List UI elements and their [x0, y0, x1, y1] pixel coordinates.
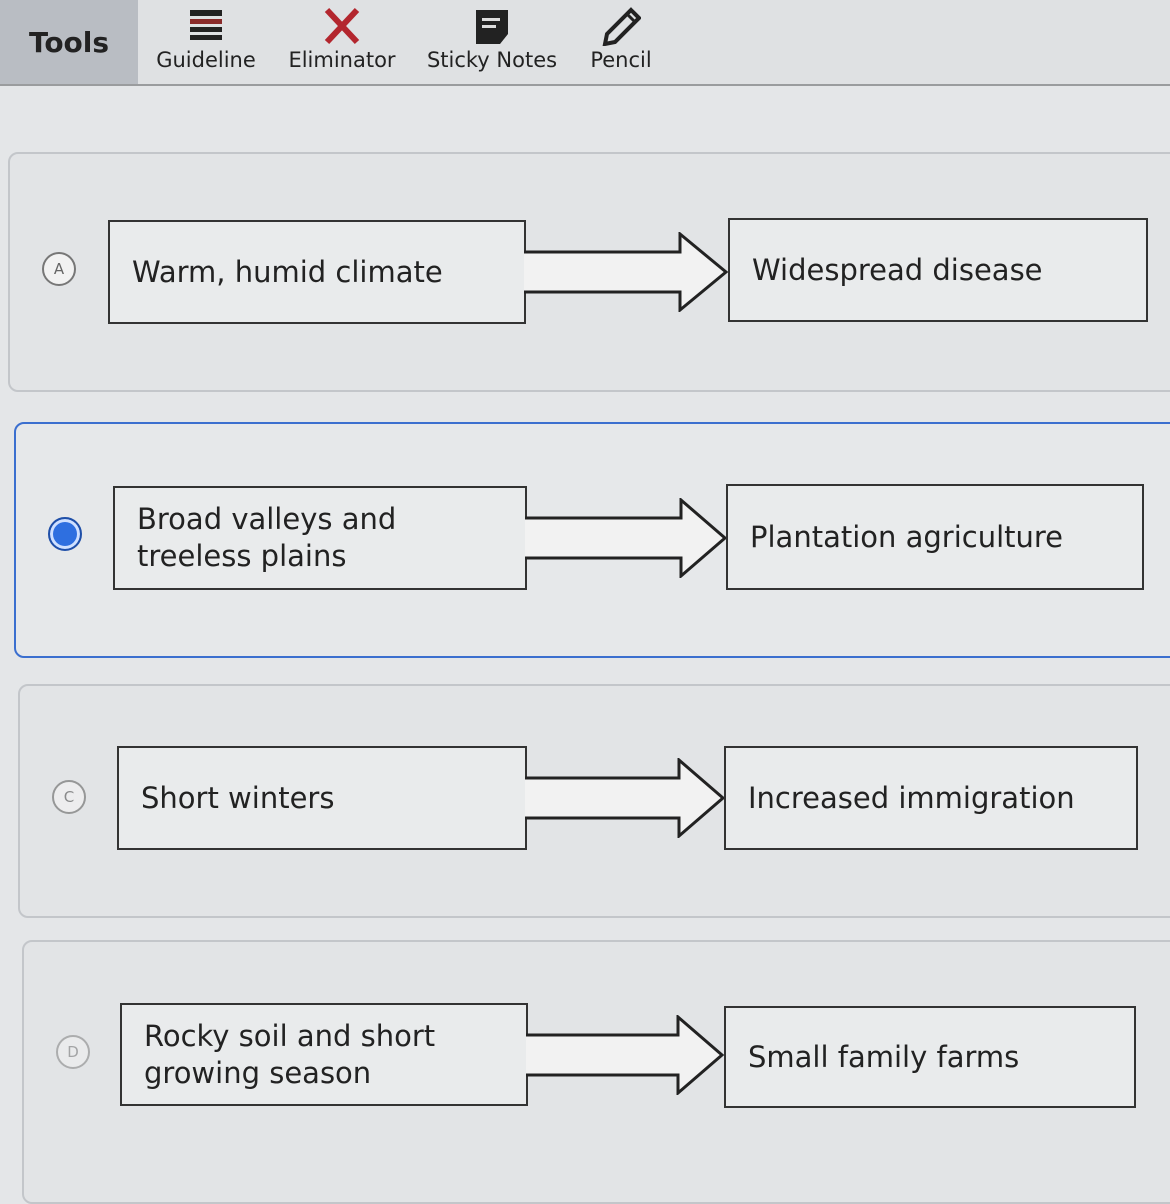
cause-text: Warm, humid climate	[132, 254, 443, 289]
cause-box: Warm, humid climate	[108, 220, 526, 324]
effect-box: Plantation agriculture	[726, 484, 1144, 590]
cause-box: Short winters	[117, 746, 527, 850]
toolbar: Tools Guideline Eliminator Sticky Notes …	[0, 0, 1170, 86]
option-letter: D	[67, 1043, 79, 1061]
option-letter: C	[63, 788, 75, 806]
cause-text: Short winters	[141, 780, 335, 815]
cause-text: Rocky soil and short growing season	[144, 1018, 436, 1090]
cause-box: Rocky soil and short growing season	[120, 1003, 528, 1106]
radio-d[interactable]: D	[56, 1035, 90, 1069]
radio-c[interactable]: C	[52, 780, 86, 814]
tools-label: Tools	[28, 25, 110, 59]
effect-text: Widespread disease	[752, 252, 1043, 287]
option-letter: A	[53, 260, 65, 278]
sticky-notes-button[interactable]: Sticky Notes	[422, 4, 562, 72]
pencil-icon	[584, 4, 658, 48]
eliminator-x-icon	[284, 4, 400, 48]
radio-b-selected[interactable]	[48, 517, 82, 551]
arrow-icon	[525, 498, 728, 578]
arrow-icon	[526, 1015, 725, 1095]
effect-text: Increased immigration	[748, 780, 1075, 815]
pencil-button[interactable]: Pencil	[584, 4, 658, 72]
effect-text: Plantation agriculture	[750, 519, 1064, 554]
guideline-icon	[150, 4, 262, 48]
effect-box: Widespread disease	[728, 218, 1148, 322]
guideline-label: Guideline	[156, 48, 256, 72]
effect-text: Small family farms	[748, 1039, 1020, 1074]
effect-box: Small family farms	[724, 1006, 1136, 1108]
arrow-icon	[525, 758, 726, 838]
guideline-button[interactable]: Guideline	[150, 4, 262, 72]
cause-text: Broad valleys and treeless plains	[137, 502, 397, 573]
radio-a[interactable]: A	[42, 252, 76, 286]
pencil-label: Pencil	[590, 48, 652, 72]
sticky-notes-label: Sticky Notes	[426, 48, 558, 72]
eliminator-label: Eliminator	[288, 48, 396, 72]
arrow-icon	[524, 232, 729, 312]
tools-button[interactable]: Tools	[0, 0, 138, 84]
effect-box: Increased immigration	[724, 746, 1138, 850]
cause-box: Broad valleys and treeless plains	[113, 486, 527, 590]
sticky-note-icon	[422, 4, 562, 48]
eliminator-button[interactable]: Eliminator	[284, 4, 400, 72]
